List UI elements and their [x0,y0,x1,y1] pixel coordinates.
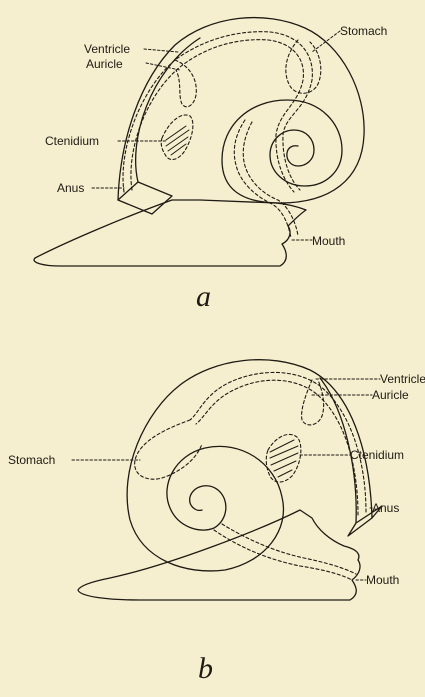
figure-a-leader-auricle [146,63,180,70]
label-b-anus: Anus [372,502,399,514]
label-a-ventricle: Ventricle [84,43,130,55]
label-a-anus: Anus [57,182,84,194]
label-b-stomach: Stomach [8,454,55,466]
label-b-ctenidium: Ctenidium [350,449,404,461]
label-b-mouth: Mouth [366,574,399,586]
caption-a: a [196,282,211,312]
figure-b-intestine-2 [222,524,356,574]
caption-b: b [198,654,213,684]
figure-a-aperture-block [118,182,172,214]
figure-b-intestine [214,530,352,580]
figure-b-gut-outer [190,372,366,512]
label-a-auricle: Auricle [86,58,123,70]
label-b-auricle: Auricle [372,389,409,401]
label-a-mouth: Mouth [312,235,345,247]
figure-b-ctenidium-hatch [270,440,298,477]
label-b-ventricle: Ventricle [380,373,425,385]
figure-a-ctenidium-hatch [166,126,189,155]
figure-a-shell [118,18,364,203]
figure-a-gut-outer [123,32,312,192]
label-a-stomach: Stomach [340,25,387,37]
figure-a-heart-sac [175,60,196,107]
figure-a-foot [34,200,306,266]
figure-b-drawing [72,360,382,600]
label-a-ctenidium: Ctenidium [45,135,99,147]
figure-a-gut-inner [131,40,304,192]
figure-b-ctenidium-outline [266,434,301,482]
figure-b-shell [127,360,372,571]
figure-a-leader-ventricle [144,49,178,52]
figure-a-intestine-2 [243,122,298,236]
